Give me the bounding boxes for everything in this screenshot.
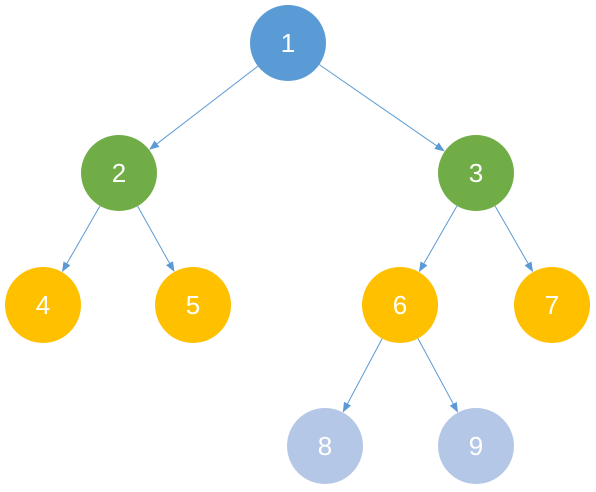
tree-node-3-label: 3: [468, 158, 484, 188]
tree-node-7: 7: [514, 267, 590, 343]
tree-node-6: 6: [362, 267, 438, 343]
tree-node-8: 8: [287, 408, 363, 484]
tree-node-8-label: 8: [317, 431, 333, 461]
edge-6-8: [342, 338, 383, 413]
tree-node-3: 3: [438, 135, 514, 211]
tree-node-6-label: 6: [392, 290, 408, 320]
tree-node-5: 5: [155, 267, 231, 343]
tree-node-7-label: 7: [544, 290, 560, 320]
tree-node-4-label: 4: [35, 290, 51, 320]
tree-node-1: 1: [250, 5, 326, 81]
tree-node-5-label: 5: [185, 290, 201, 320]
tree-node-4: 4: [5, 267, 81, 343]
edge-6-9: [417, 338, 458, 413]
tree-node-2: 2: [81, 135, 157, 211]
edge-1-3: [319, 64, 445, 152]
edge-2-5: [137, 205, 175, 272]
edge-3-6: [419, 205, 458, 273]
edge-2-4: [62, 205, 101, 273]
edge-3-7: [494, 205, 533, 273]
tree-node-9: 9: [438, 408, 514, 484]
edge-1-2: [149, 65, 259, 150]
tree-node-9-label: 9: [468, 431, 484, 461]
tree-node-2-label: 2: [111, 158, 127, 188]
tree-node-1-label: 1: [280, 28, 296, 58]
